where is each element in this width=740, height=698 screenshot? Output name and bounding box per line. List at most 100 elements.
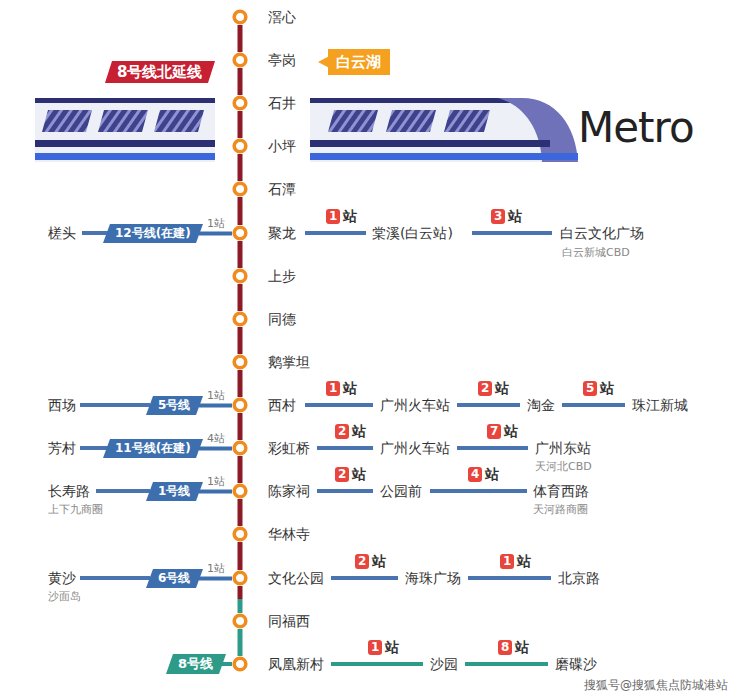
station-name: 黄沙	[48, 570, 76, 586]
station-name: 石井	[268, 95, 296, 111]
station-name: 海珠广场	[405, 570, 461, 586]
station-name: 西场	[48, 397, 76, 413]
line-name: 12号线(在建)	[115, 226, 191, 240]
metro-line	[222, 662, 232, 666]
station-dot	[232, 9, 248, 25]
station: 西村	[232, 397, 296, 413]
station: 凤凰新村	[232, 656, 324, 672]
line-banner: 1号线	[146, 482, 203, 501]
station-name: 滘心	[268, 9, 296, 25]
station-name: 广州东站	[535, 440, 591, 456]
stop-badge: 7	[487, 424, 501, 439]
stop-badge: 5	[583, 381, 597, 396]
station-name: 鹅掌坦	[268, 354, 310, 370]
station-dot	[232, 483, 248, 499]
station-dot	[232, 52, 248, 68]
stop-badge: 2	[355, 554, 369, 569]
stop-badge: 2	[335, 424, 349, 439]
line-name: 6号线	[158, 571, 190, 585]
district-note: 白云新城CBD	[562, 247, 630, 260]
district-note: 天河北CBD	[535, 461, 592, 474]
metro-line	[238, 111, 243, 138]
metro-line	[238, 499, 243, 526]
stop-unit: 站	[343, 208, 357, 224]
line-banner: 11号线(在建)	[103, 439, 203, 458]
station-dot	[232, 397, 248, 413]
stop-count: 1站	[207, 563, 225, 576]
station: 上步	[232, 268, 296, 284]
metro-line	[238, 241, 243, 268]
stop-unit: 站	[600, 380, 614, 396]
metro-logo: Metro	[578, 107, 694, 149]
stop-badge: 1	[368, 640, 382, 655]
station: 华林寺	[232, 526, 310, 542]
station: 同福西	[232, 613, 310, 629]
line-name: 1号线	[158, 484, 190, 498]
metro-line	[238, 586, 243, 613]
station: 石井	[232, 95, 296, 111]
district-note: 天河路商圈	[533, 504, 588, 517]
station-name: 文化公园	[268, 570, 324, 586]
metro-line	[238, 456, 243, 483]
station-name: 广州火车站	[380, 440, 450, 456]
line-banner: 12号线(在建)	[103, 224, 203, 243]
station: 文化公园	[232, 570, 324, 586]
station-dot	[232, 656, 248, 672]
callout-text: 白云湖	[336, 53, 381, 71]
station-name: 同福西	[268, 613, 310, 629]
station-name: 白云文化广场	[560, 225, 644, 241]
station-dot	[232, 138, 248, 154]
line-name: 8号线北延线	[117, 63, 202, 81]
station: 石潭	[232, 181, 296, 197]
line-banner: 6号线	[146, 569, 203, 588]
stop-unit: 站	[385, 639, 399, 655]
stop-unit: 站	[352, 466, 366, 482]
station-name: 华林寺	[268, 526, 310, 542]
station-name: 陈家祠	[268, 483, 310, 499]
station-name: 长寿路	[48, 483, 90, 499]
station-name: 珠江新城	[632, 397, 688, 413]
station: 滘心	[232, 9, 296, 25]
station-dot	[232, 526, 248, 542]
station-name: 公园前	[380, 483, 422, 499]
station-name: 聚龙	[268, 225, 296, 241]
station: 小坪	[232, 138, 296, 154]
station-name: 淘金	[527, 397, 555, 413]
watermark: 搜狐号@搜狐焦点防城港站	[584, 679, 728, 693]
station-name: 同德	[268, 311, 296, 327]
stop-badge: 2	[478, 381, 492, 396]
stop-badge: 4	[468, 467, 482, 482]
station-dot	[232, 440, 248, 456]
station-dot	[232, 181, 248, 197]
station-name: 彩虹桥	[268, 440, 310, 456]
stop-badge: 2	[335, 467, 349, 482]
station-name: 槎头	[48, 225, 76, 241]
district-note: 沙面岛	[48, 591, 81, 604]
district-note: 上下九商圈	[48, 504, 103, 517]
station-name: 上步	[268, 268, 296, 284]
stop-unit: 站	[504, 423, 518, 439]
metro-line	[238, 542, 243, 570]
metro-line	[238, 327, 243, 354]
metro-line	[238, 413, 243, 440]
line-banner: 8号线	[166, 654, 226, 674]
station-dot	[232, 311, 248, 327]
stop-unit: 站	[372, 553, 386, 569]
station-name: 棠溪(白云站)	[372, 225, 453, 241]
line-name: 11号线(在建)	[115, 441, 191, 455]
station-name: 沙园	[430, 656, 458, 672]
metro-line	[199, 232, 232, 236]
metro-line	[199, 490, 232, 494]
line-banner: 8号线北延线	[105, 61, 215, 83]
station-dot	[232, 95, 248, 111]
metro-line	[238, 25, 243, 52]
station-name: 广州火车站	[380, 397, 450, 413]
line-name: 5号线	[158, 398, 190, 412]
line-banner: 5号线	[146, 396, 203, 415]
station: 鹅掌坦	[232, 354, 310, 370]
metro-line	[238, 154, 243, 181]
metro-line	[199, 577, 232, 581]
metro-line	[238, 284, 243, 311]
